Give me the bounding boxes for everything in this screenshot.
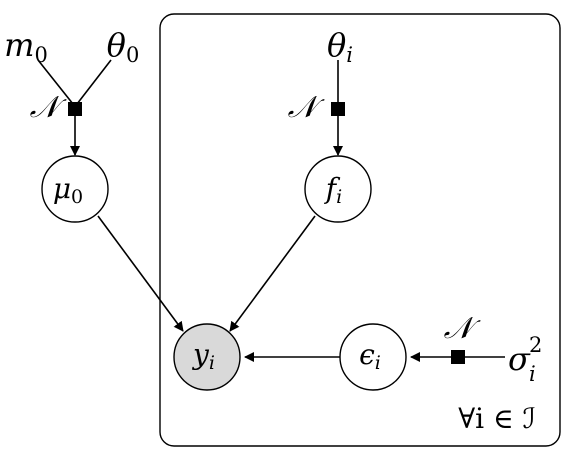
node-mu0-label: μ0: [53, 172, 83, 208]
factor-square-mu0: [68, 102, 82, 116]
node-yi-circle: [173, 323, 241, 391]
factor-label-eps: 𝒩: [444, 311, 482, 346]
node-mu0: μ0: [41, 155, 109, 223]
node-yi-base: y: [191, 338, 210, 371]
param-theta0: θ0: [107, 26, 140, 67]
node-yi-sub: i: [209, 352, 215, 374]
param-thetai: θi: [327, 26, 353, 67]
node-epsi-circle: [339, 323, 407, 391]
edge-fi-to-yi: [229, 215, 316, 332]
factor-label-fi: 𝒩: [288, 90, 326, 125]
factor-square-eps: [451, 350, 465, 364]
node-mu0-sub: 0: [71, 186, 83, 208]
edge-theta0-to-factor: [76, 59, 112, 105]
node-epsi-base: ϵ: [359, 338, 375, 371]
plate-label: ∀i ∈ ℐ: [458, 402, 536, 435]
edge-m0-to-factor: [37, 59, 74, 105]
node-epsi-label: ϵi: [359, 338, 381, 374]
param-sigma2-base: σ: [508, 340, 531, 378]
param-theta0-base: θ: [107, 26, 126, 64]
param-thetai-base: θ: [327, 26, 346, 64]
param-sigma2-sub: i: [529, 362, 536, 386]
edge-mu0-to-yi: [97, 215, 184, 332]
node-yi-label: yi: [191, 338, 215, 374]
node-mu0-circle: [41, 155, 109, 223]
param-thetai-sub: i: [346, 43, 353, 67]
node-fi-sub: i: [336, 186, 342, 208]
param-m0: m0: [4, 26, 48, 67]
node-yi: yi: [173, 323, 241, 391]
factor-label-mu0: 𝒩: [30, 90, 68, 125]
param-m0-sub: 0: [34, 43, 47, 67]
param-sigma2: σ 2 i: [508, 333, 542, 386]
plate: [159, 13, 561, 447]
node-epsi: ϵi: [339, 323, 407, 391]
param-m0-base: m: [4, 26, 34, 64]
node-fi-circle: [304, 155, 372, 223]
param-sigma2-sup: 2: [529, 333, 542, 357]
factor-square-fi: [331, 102, 345, 116]
node-epsi-sub: i: [375, 352, 381, 374]
node-fi: fi: [304, 155, 372, 223]
node-mu0-base: μ: [53, 172, 71, 205]
param-theta0-sub: 0: [126, 43, 139, 67]
